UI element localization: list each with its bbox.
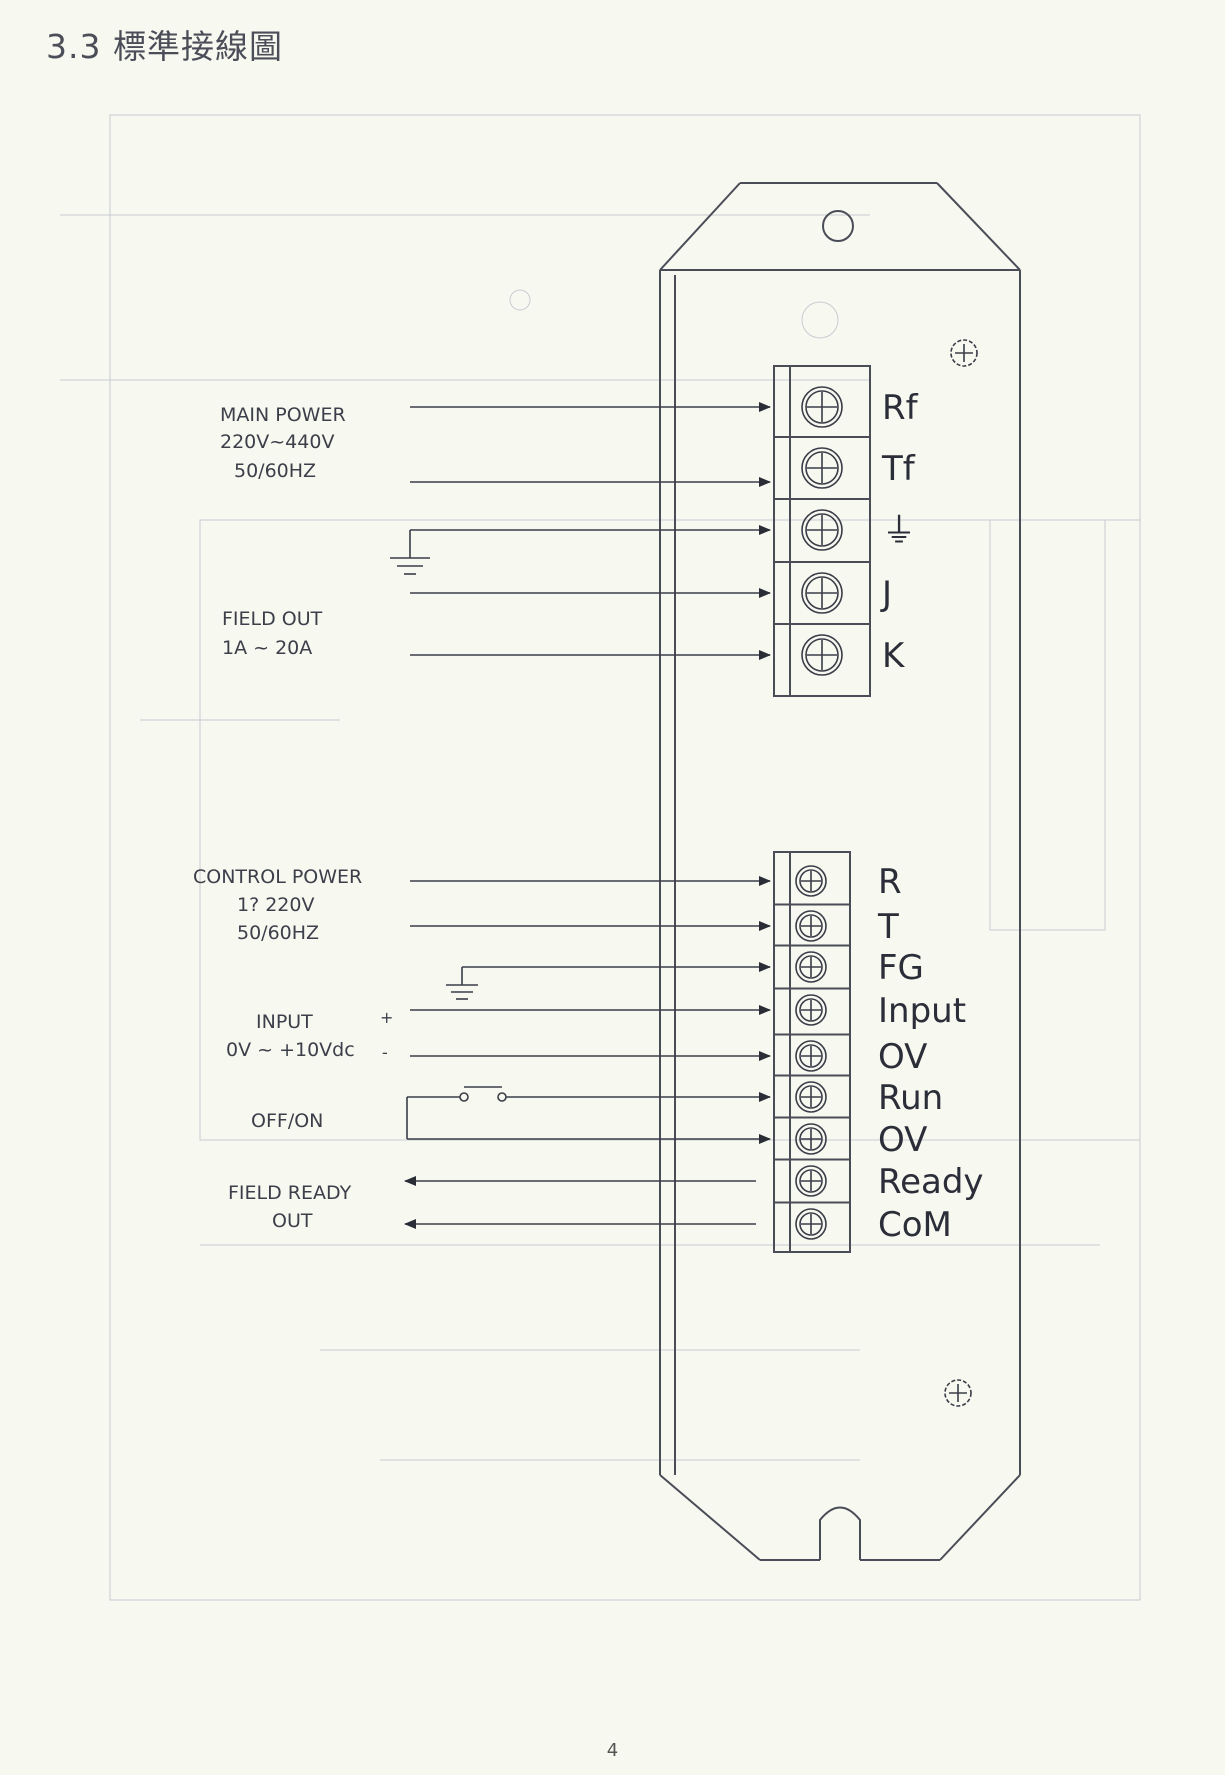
terminal-label: FG — [878, 948, 924, 988]
device-enclosure — [659, 182, 1021, 1561]
input-label: INPUT — [256, 1011, 313, 1033]
terminal-label: Run — [878, 1078, 943, 1118]
terminal-label: R — [878, 862, 902, 902]
terminal-screw-icon — [795, 1208, 827, 1240]
terminal-screw-icon — [801, 634, 843, 676]
terminal-screw-icon — [801, 509, 843, 551]
lower-wiring — [404, 876, 771, 1229]
terminal-screw-icon — [795, 910, 827, 942]
ground-icon — [446, 984, 478, 1000]
plate-screw-icon — [950, 339, 978, 367]
control-power-voltage: 1? 220V — [237, 894, 314, 916]
field-ready-out-label: OUT — [272, 1210, 313, 1232]
terminal-label: ⏚ — [882, 511, 916, 551]
bleed-through-background — [60, 114, 1141, 1601]
terminal-screw-icon — [795, 1081, 827, 1113]
terminal-screw-icon — [795, 1040, 827, 1072]
terminal-screw-icon — [795, 1123, 827, 1155]
terminal-label: Input — [878, 991, 966, 1031]
field-ready-label: FIELD READY — [228, 1182, 352, 1204]
input-minus-sign: - — [382, 1043, 388, 1062]
field-out-range: 1A ~ 20A — [222, 637, 312, 659]
main-power-voltage: 220V~440V — [220, 431, 334, 453]
terminal-label: CoM — [878, 1205, 952, 1245]
mounting-hole-icon — [822, 210, 854, 242]
page-number: 4 — [606, 1740, 619, 1761]
ground-icon — [390, 557, 430, 575]
terminal-label: T — [877, 907, 899, 947]
terminal-label: OV — [878, 1037, 927, 1077]
terminal-label: K — [882, 636, 906, 676]
off-on-label: OFF/ON — [251, 1110, 323, 1132]
terminal-screw-icon — [795, 865, 827, 897]
terminal-screw-icon — [801, 386, 843, 428]
upper-wiring — [390, 402, 771, 660]
terminal-label: OV — [878, 1120, 927, 1160]
terminal-label: Ready — [878, 1162, 984, 1202]
terminal-screw-icon — [801, 447, 843, 489]
terminal-screw-icon — [795, 994, 827, 1026]
off-on-switch — [406, 1086, 771, 1144]
field-out-label: FIELD OUT — [222, 608, 323, 630]
terminal-screw-icon — [795, 951, 827, 983]
terminal-label: J — [880, 574, 892, 614]
control-power-label: CONTROL POWER — [193, 866, 362, 888]
terminal-label: Tf — [881, 449, 916, 489]
main-power-label: MAIN POWER — [220, 404, 346, 426]
terminal-label: Rf — [882, 388, 919, 428]
input-range: 0V ~ +10Vdc — [226, 1039, 355, 1061]
control-power-frequency: 50/60HZ — [237, 922, 319, 944]
input-plus-sign: + — [380, 1008, 393, 1027]
terminal-screw-icon — [801, 572, 843, 614]
terminal-screw-icon — [795, 1165, 827, 1197]
main-power-frequency: 50/60HZ — [234, 460, 316, 482]
plate-screw-icon — [944, 1379, 972, 1407]
page-title: 3.3 標準接線圖 — [46, 27, 283, 66]
